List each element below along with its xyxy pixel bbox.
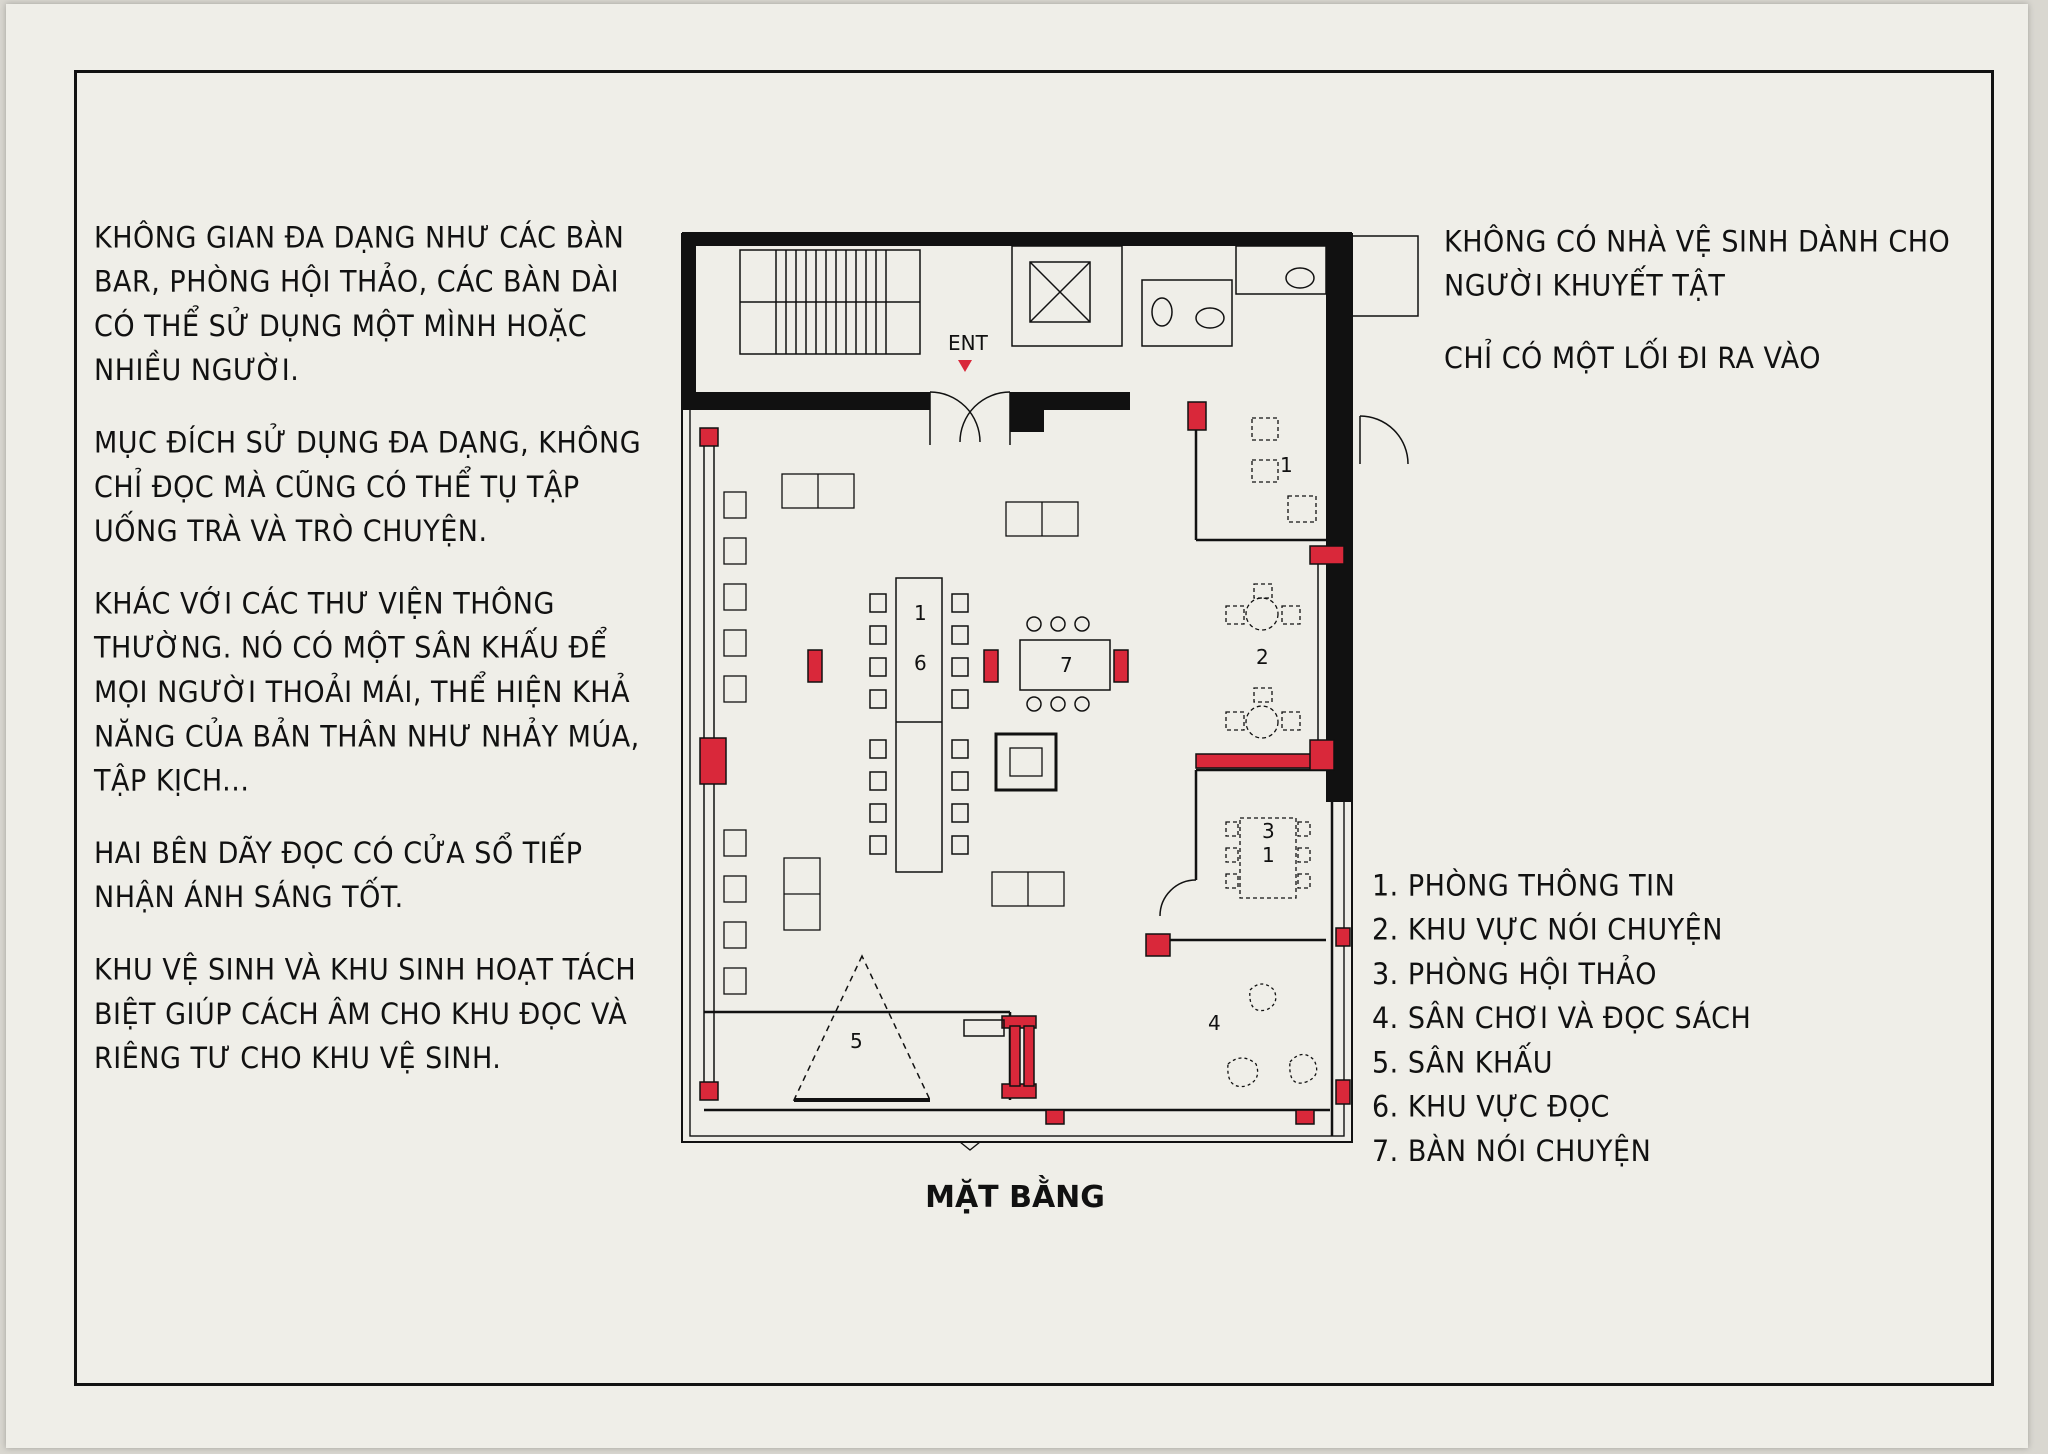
thick-walls <box>682 232 1352 802</box>
bar-tables <box>781 473 1079 931</box>
plan-title: MẶT BẰNG <box>925 1180 1105 1215</box>
note-left-3: KHÁC VỚI CÁC THƯ VIỆN THÔNG THƯỜNG. NÓ C… <box>94 587 640 799</box>
toilet-block <box>1011 245 1327 347</box>
right-notes: KHÔNG CÓ NHÀ VỆ SINH DÀNH CHO NGƯỜI KHUY… <box>1444 220 1964 409</box>
left-notes: KHÔNG GIAN ĐA DẠNG NHƯ CÁC BÀN BAR, PHÒN… <box>94 216 654 1109</box>
note-left-1: KHÔNG GIAN ĐA DẠNG NHƯ CÁC BÀN BAR, PHÒN… <box>94 221 625 388</box>
seminar-furniture <box>1225 817 1311 899</box>
room-number-3: 3 <box>1262 819 1275 843</box>
room-number-1-table: 1 <box>914 601 927 625</box>
red-columns <box>699 401 1351 1125</box>
note-right-2: CHỈ CÓ MỘT LỐI ĐI RA VÀO <box>1444 342 1822 376</box>
entrance-doors <box>929 391 1011 445</box>
legend: 1. PHÒNG THÔNG TIN 2. KHU VỰC NÓI CHUYỆN… <box>1372 864 1792 1174</box>
partitions <box>704 410 1334 1136</box>
room-number-1-seminar: 1 <box>1262 843 1275 867</box>
room-number-7: 7 <box>1060 653 1073 677</box>
reading-table <box>869 577 969 873</box>
legend-item-7: 7. BÀN NÓI CHUYỆN <box>1372 1135 1652 1169</box>
legend-item-1: 1. PHÒNG THÔNG TIN <box>1372 869 1676 903</box>
talk-area-furniture <box>1225 583 1301 739</box>
room-number-2: 2 <box>1256 645 1269 669</box>
side-shaft <box>1351 235 1419 465</box>
legend-item-5: 5. SÂN KHẤU <box>1372 1046 1553 1080</box>
note-left-2: MỤC ĐÍCH SỬ DỤNG ĐA DẠNG, KHÔNG CHỈ ĐỌC … <box>94 426 642 549</box>
note-left-4: HAI BÊN DÃY ĐỌC CÓ CỬA SỔ TIẾP NHẬN ÁNH … <box>94 837 583 915</box>
legend-item-2: 2. KHU VỰC NÓI CHUYỆN <box>1372 913 1723 948</box>
room-number-1: 1 <box>1280 453 1293 477</box>
entrance-label: ENT <box>948 331 989 355</box>
info-room-furniture <box>1251 417 1317 523</box>
staircase <box>739 249 921 355</box>
legend-item-4: 4. SÂN CHƠI VÀ ĐỌC SÁCH <box>1372 1002 1752 1036</box>
legend-item-3: 3. PHÒNG HỘI THẢO <box>1372 957 1657 992</box>
stage <box>792 954 1005 1102</box>
play-area-stones <box>1227 983 1318 1088</box>
bottom-notch <box>959 1141 981 1151</box>
room-number-5: 5 <box>850 1029 863 1053</box>
room-number-6: 6 <box>914 651 927 675</box>
seminar-door <box>1159 879 1197 917</box>
entrance-marker-icon <box>958 360 972 372</box>
drawing-frame <box>74 70 1994 1386</box>
note-left-5: KHU VỆ SINH VÀ KHU SINH HOẠT TÁCH BIỆT G… <box>94 953 637 1076</box>
plan-outline-inner <box>689 239 1345 1137</box>
note-right-1: KHÔNG CÓ NHÀ VỆ SINH DÀNH CHO NGƯỜI KHUY… <box>1444 225 1951 304</box>
legend-item-6: 6. KHU VỰC ĐỌC <box>1372 1090 1610 1125</box>
window-seats <box>723 491 747 995</box>
room-number-4: 4 <box>1208 1011 1221 1035</box>
chat-table <box>1019 616 1111 712</box>
room-numbers: 1 2 3 4 5 6 7 1 1 <box>850 453 1293 1053</box>
